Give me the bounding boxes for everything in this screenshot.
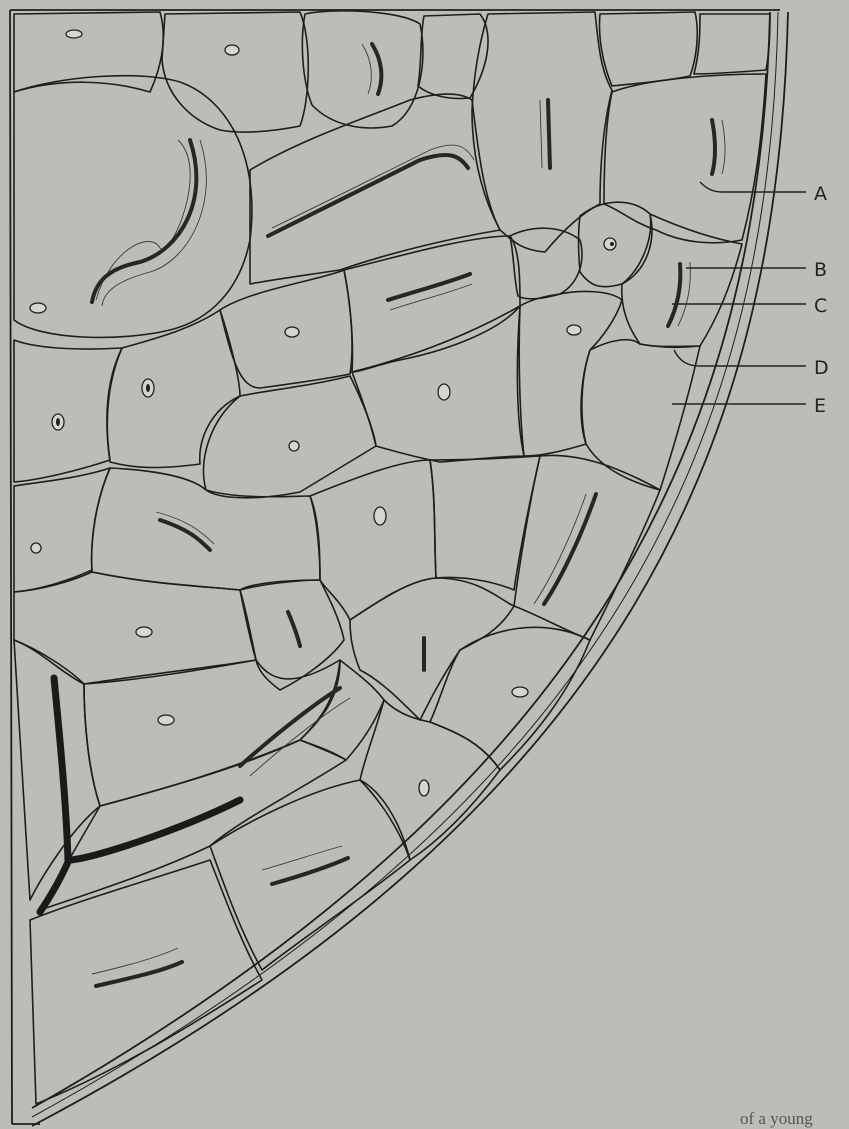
caption-fragment: of a young [740, 1109, 813, 1128]
leader-lines [672, 182, 806, 404]
label-c: C [814, 295, 827, 317]
label-e: E [814, 395, 826, 417]
label-d: D [814, 357, 829, 379]
outer-wall [32, 12, 788, 1126]
label-b: B [814, 259, 827, 281]
label-a: A [814, 183, 827, 205]
labels: A B C D E [814, 183, 829, 417]
frame [10, 10, 780, 1124]
